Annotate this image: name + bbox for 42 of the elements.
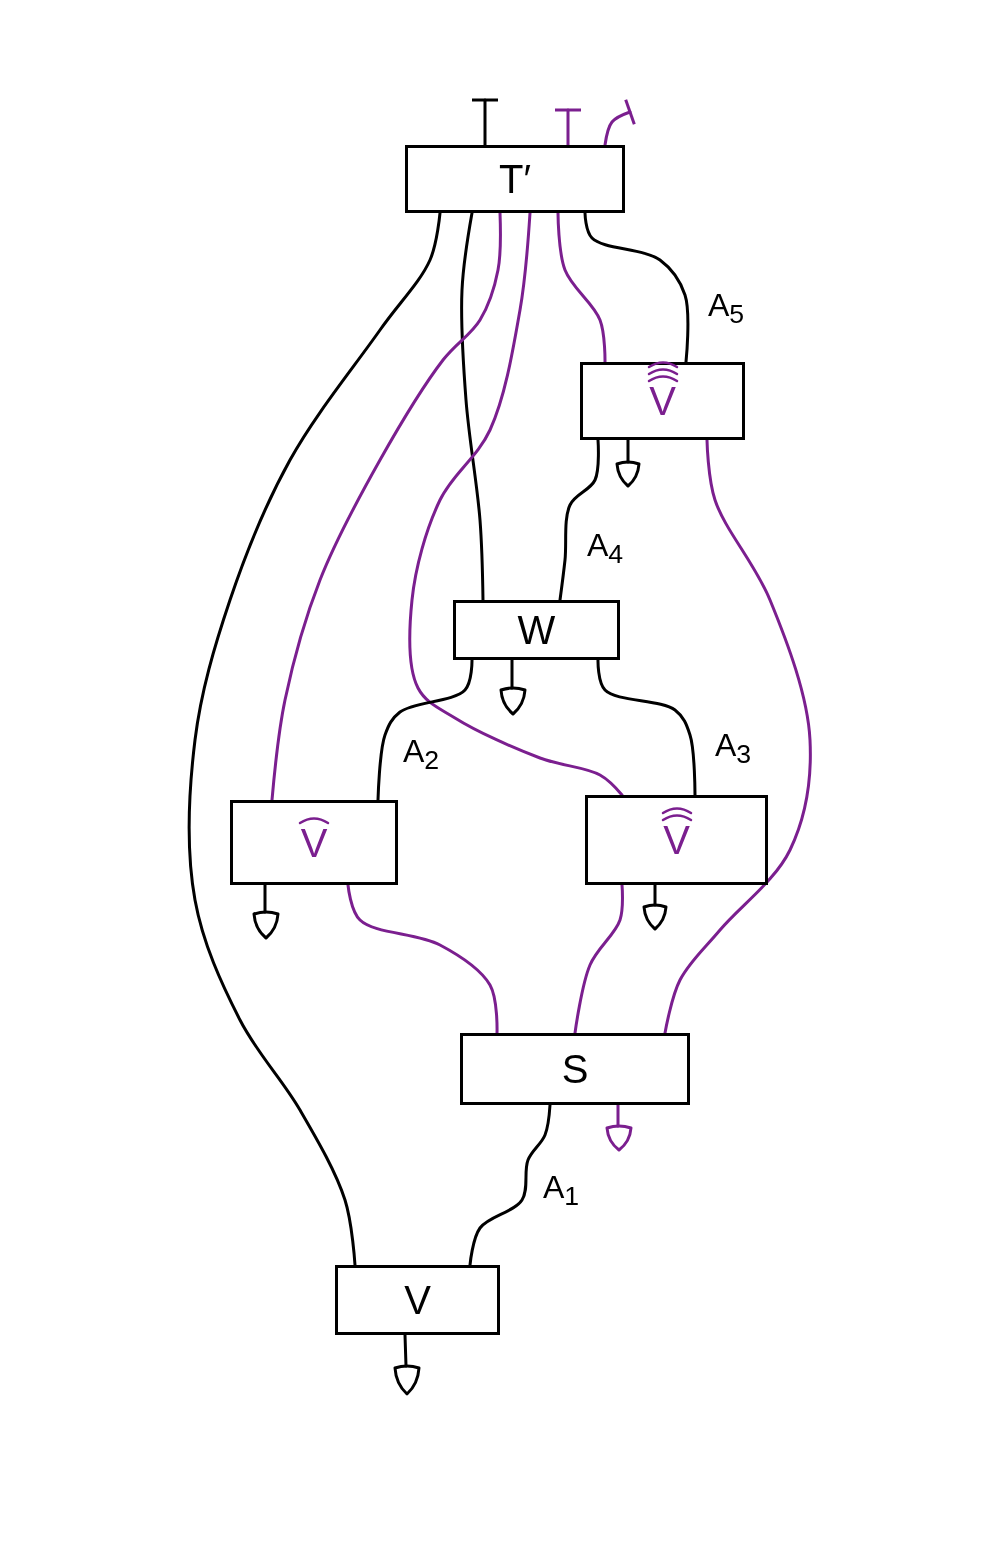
connector-line [270, 211, 502, 802]
tensor-label: V [300, 822, 328, 863]
triangle-shape [499, 688, 527, 716]
connector-line [187, 211, 442, 1267]
connector-line [346, 883, 499, 1035]
triangle-shape [252, 912, 280, 940]
connector-line [510, 658, 514, 690]
triangle-shape [642, 905, 668, 931]
tensor-label: S [561, 1049, 589, 1089]
tensor-box [460, 1033, 690, 1105]
tensor-box [453, 600, 620, 660]
open-leg [553, 108, 583, 147]
connector-line [376, 658, 474, 802]
tensor-label: W [517, 610, 556, 650]
open-leg [470, 98, 500, 147]
tensor-label: V [649, 381, 676, 421]
triangle-shape [605, 1126, 633, 1152]
connector-line [468, 1103, 552, 1267]
connector-line [403, 1333, 408, 1368]
connector-line [556, 211, 607, 364]
connector-line [573, 883, 624, 1035]
connector-line [460, 211, 485, 602]
connector-line [653, 883, 657, 907]
connector-line [263, 883, 267, 914]
triangle-shape [393, 1366, 421, 1396]
tensor-box [580, 362, 745, 440]
tensor-box [585, 795, 768, 885]
connector-line [663, 438, 812, 1035]
connector-line [616, 1103, 620, 1128]
tensor-label: V [663, 820, 690, 860]
connector-line [408, 211, 624, 797]
connector-line [626, 438, 630, 464]
connector-line [596, 658, 697, 797]
tensor-box [230, 800, 398, 885]
tensor-box [405, 145, 625, 213]
tensor-label: V [404, 1280, 431, 1320]
connector-line [583, 211, 690, 364]
connector-line [558, 438, 600, 602]
tensor-label: T′ [499, 159, 531, 199]
open-leg [603, 98, 636, 147]
triangle-shape [615, 462, 641, 488]
tensor-box [335, 1265, 500, 1335]
